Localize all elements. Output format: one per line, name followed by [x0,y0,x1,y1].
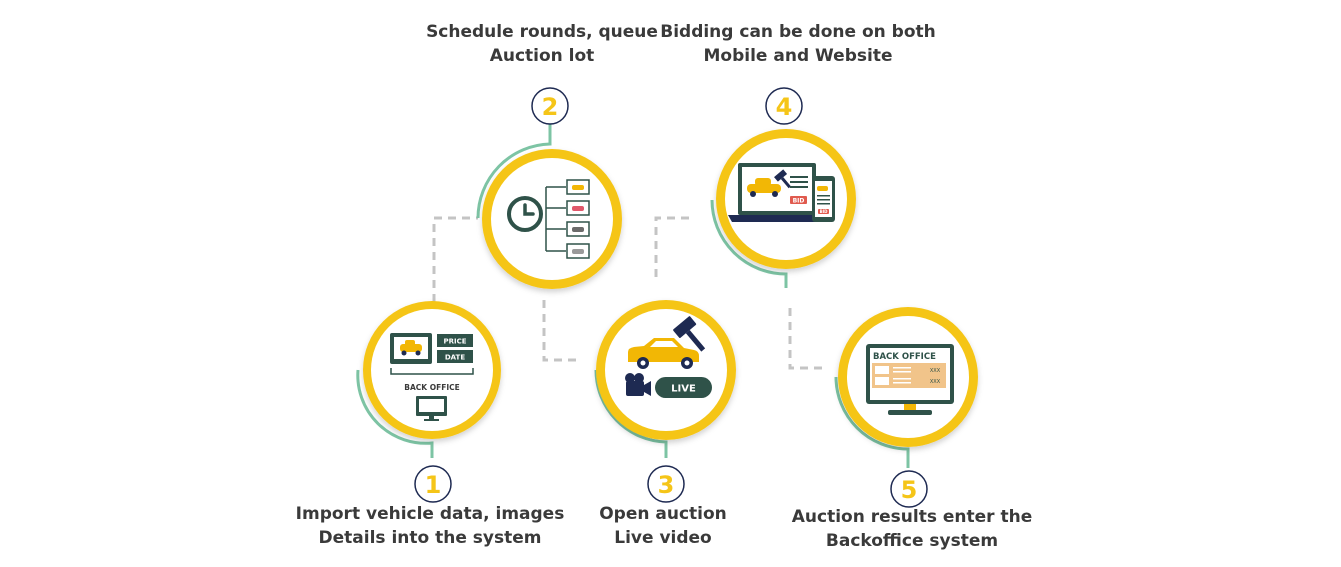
connector-2-3 [542,300,580,362]
price-label: PRICE [443,338,466,346]
xxx-label-1: XXX [930,368,941,374]
live-auction-icon: LIVE [625,316,712,398]
connector-1-2 [432,216,478,302]
back-office-label: BACK OFFICE [873,352,936,362]
step-5-caption: Auction results enter the Backoffice sys… [757,505,1067,553]
step-5-number: 5 [901,476,918,504]
step-3-node: LIVE 3 [594,300,736,503]
step-3-caption: Open auction Live video [563,502,763,550]
connectors [432,216,826,370]
step-4-caption: Bidding can be done on both Mobile and W… [628,20,968,68]
date-label: DATE [445,354,465,362]
back-office-small-label: BACK OFFICE [404,383,460,392]
step-2-node: 2 [476,87,622,289]
step-1-green-arc [356,369,434,458]
clock-schedule-icon [507,179,590,259]
step-3-number: 3 [658,471,675,499]
back-office-monitor-icon: BACK OFFICE XXX XXX [866,344,954,415]
step-5-node: BACK OFFICE XXX XXX 5 [834,307,978,508]
connector-4-5 [788,308,826,370]
step-1-caption: Import vehicle data, images Details into… [270,502,590,550]
step-3-green-arc [594,369,668,458]
step-2-caption: Schedule rounds, queue Auction lot [392,20,692,68]
step-5-green-arc [834,376,910,468]
step-2-caption-line2: Auction lot [489,46,595,66]
step-4-number: 4 [776,93,793,121]
connector-3-4 [654,216,692,277]
step-4-green-arc [710,199,788,288]
step-4-caption-line2: Mobile and Website [703,46,893,66]
step-3-caption-line2: Live video [614,528,712,548]
step-5-caption-line1: Auction results enter the [791,507,1033,527]
bid-label: BID [793,198,805,205]
step-1-caption-line2: Details into the system [318,528,542,548]
step-2-green-arc [476,124,552,219]
step-5-caption-line2: Backoffice system [825,531,999,551]
back-office-import-icon: PRICE DATE BACK OFFICE [390,333,474,421]
step-4-node: 4 BID BID [710,87,856,288]
step-3-caption-line1: Open auction [599,504,727,524]
live-label: LIVE [671,384,696,395]
step-1-node: PRICE DATE BACK OFFICE 1 [356,301,501,503]
xxx-label-2: XXX [930,379,941,385]
step-4-caption-line1: Bidding can be done on both [660,22,936,42]
step-2-number: 2 [542,93,559,121]
bid-label-mobile: BID [820,209,829,214]
step-1-number: 1 [425,471,442,499]
step-1-caption-line1: Import vehicle data, images [295,504,565,524]
laptop-mobile-bid-icon: BID BID [728,163,835,222]
step-2-caption-line1: Schedule rounds, queue [426,22,658,42]
